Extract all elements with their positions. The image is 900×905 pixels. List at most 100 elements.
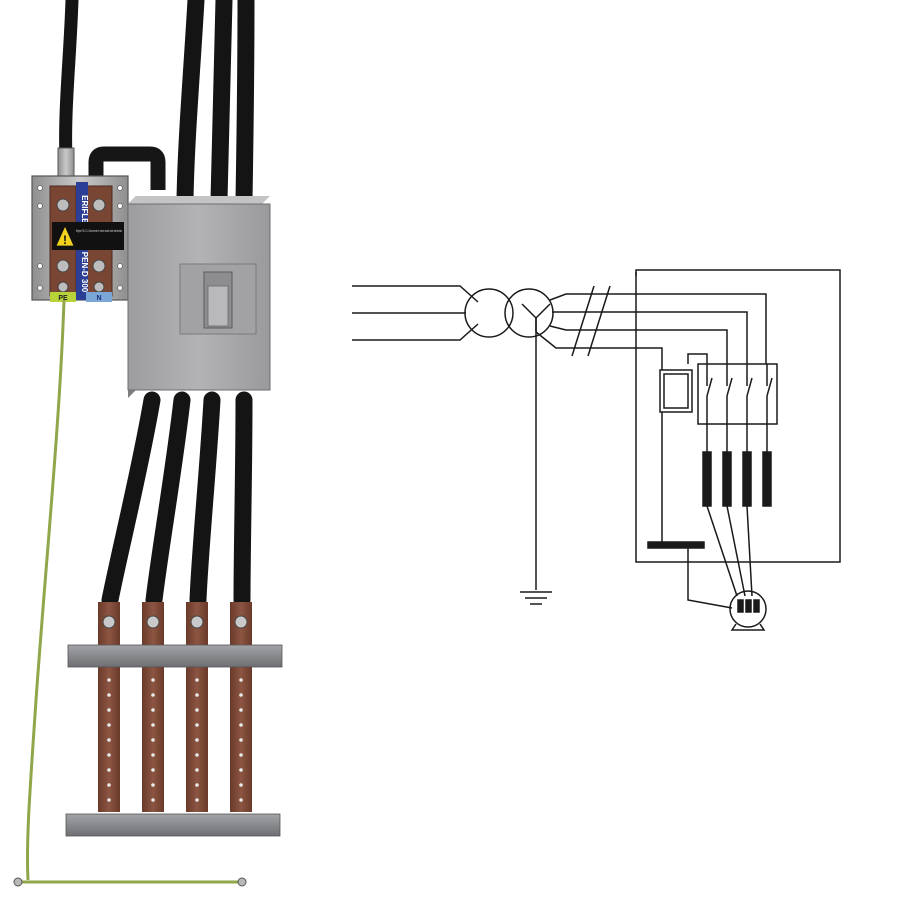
busbar-hole <box>151 693 155 697</box>
pe-busbar <box>647 541 705 549</box>
outgoing-cable-2 <box>145 391 191 609</box>
incoming-line-1 <box>352 285 479 303</box>
warning-label-text: Régime TN-C-S. Déconnecter le neutre ava… <box>76 229 122 233</box>
busbar-4 <box>230 602 252 812</box>
screw <box>93 281 105 293</box>
motor-icon <box>729 590 767 628</box>
hole <box>117 263 123 269</box>
switch-pole-2 <box>726 364 733 424</box>
busbar-hole <box>195 723 199 727</box>
motor-symbol <box>729 590 767 631</box>
busbar-hole <box>107 678 111 682</box>
incoming-cables <box>176 0 255 209</box>
busbar-hole <box>151 738 155 742</box>
incoming-line-3 <box>352 323 479 341</box>
busbar-1 <box>98 602 120 812</box>
secondary-line-2 <box>552 311 748 364</box>
secondary-line-3 <box>549 325 728 364</box>
incoming-cable-1 <box>176 0 205 209</box>
incoming-cable-2 <box>210 0 233 209</box>
busbar-hole <box>239 753 243 757</box>
busbar-hole <box>239 723 243 727</box>
fuse-2 <box>722 451 732 507</box>
secondary-lines <box>535 293 767 370</box>
hole <box>37 263 43 269</box>
terminal-brand-text: ERIFLEX <box>80 195 89 229</box>
busbar-hole <box>107 708 111 712</box>
motor-feed-2 <box>726 505 746 597</box>
switch-pole-1 <box>706 364 713 424</box>
warning-triangle-icon <box>55 225 75 247</box>
motor-winding-3 <box>753 599 760 613</box>
insulator-top <box>67 644 283 668</box>
lug-bolt <box>146 615 160 629</box>
cable-break-mark-1 <box>571 285 595 357</box>
screw <box>57 281 69 293</box>
pe-label: PE <box>58 295 68 302</box>
busbar-hole <box>151 768 155 772</box>
busbar-hole <box>195 798 199 802</box>
fuse-3 <box>742 451 752 507</box>
pen-loop-cable <box>88 146 166 190</box>
busbar-hole <box>107 768 111 772</box>
hole <box>37 203 43 209</box>
outgoing-cable-1 <box>101 391 161 609</box>
hole <box>117 285 123 291</box>
transformer-primary-coil <box>464 288 514 338</box>
outgoing-cable-4 <box>233 391 253 609</box>
insulator-bottom <box>65 813 281 837</box>
busbar-hole <box>239 708 243 712</box>
mounting-holes <box>37 185 123 291</box>
screw <box>56 259 70 273</box>
incoming-lines <box>352 285 479 341</box>
lug-bolt <box>190 615 204 629</box>
earth-lug-left <box>13 877 23 887</box>
switchboard-enclosure <box>635 269 841 563</box>
neutral-disconnect-box <box>659 369 693 413</box>
busbar-hole <box>107 753 111 757</box>
fuses <box>702 424 772 507</box>
busbar-hole <box>151 783 155 787</box>
busbar-hole <box>195 783 199 787</box>
ground-symbol <box>520 591 552 605</box>
busbar-hole <box>239 798 243 802</box>
busbar-3 <box>186 602 208 812</box>
busbar-hole <box>151 708 155 712</box>
outgoing-cables <box>101 391 253 609</box>
busbar-hole <box>151 723 155 727</box>
pen-terminal-block: ERIFLEX PEN-D 300 ! Régime TN-C-S. Décon… <box>31 175 129 302</box>
pe-label-box <box>50 292 76 302</box>
motor-feed-lines <box>706 505 753 597</box>
insulator-bars <box>65 644 283 837</box>
motor-feed-3 <box>746 505 753 597</box>
busbar-hole <box>107 738 111 742</box>
hole <box>37 185 43 191</box>
busbar-hole <box>239 738 243 742</box>
busbar-hole <box>239 678 243 682</box>
switch-pole-4 <box>766 364 773 424</box>
outgoing-cable-3 <box>189 391 221 609</box>
n-label-box <box>86 292 112 302</box>
earth-wire <box>25 299 66 881</box>
busbar-hole <box>195 708 199 712</box>
switch-pole-3 <box>746 364 753 424</box>
busbar-hole <box>239 783 243 787</box>
breaker-top <box>128 196 270 204</box>
busbar-hole <box>151 753 155 757</box>
installation-illustration: ERIFLEX PEN-D 300 ! Régime TN-C-S. Décon… <box>13 0 283 887</box>
busbar-hole <box>107 783 111 787</box>
warning-exclamation: ! <box>63 233 67 247</box>
busbar-hole <box>195 678 199 682</box>
transformer-secondary-coil <box>504 288 554 338</box>
hole <box>37 285 43 291</box>
motor-feed-1 <box>706 505 738 597</box>
switch-box <box>697 363 778 425</box>
breaker-toggle-lever <box>207 285 229 327</box>
lug-bolt <box>234 615 248 629</box>
earth-lug-right <box>237 877 247 887</box>
pe-to-motor-line <box>687 548 733 609</box>
busbar-hole <box>107 723 111 727</box>
hole <box>117 185 123 191</box>
